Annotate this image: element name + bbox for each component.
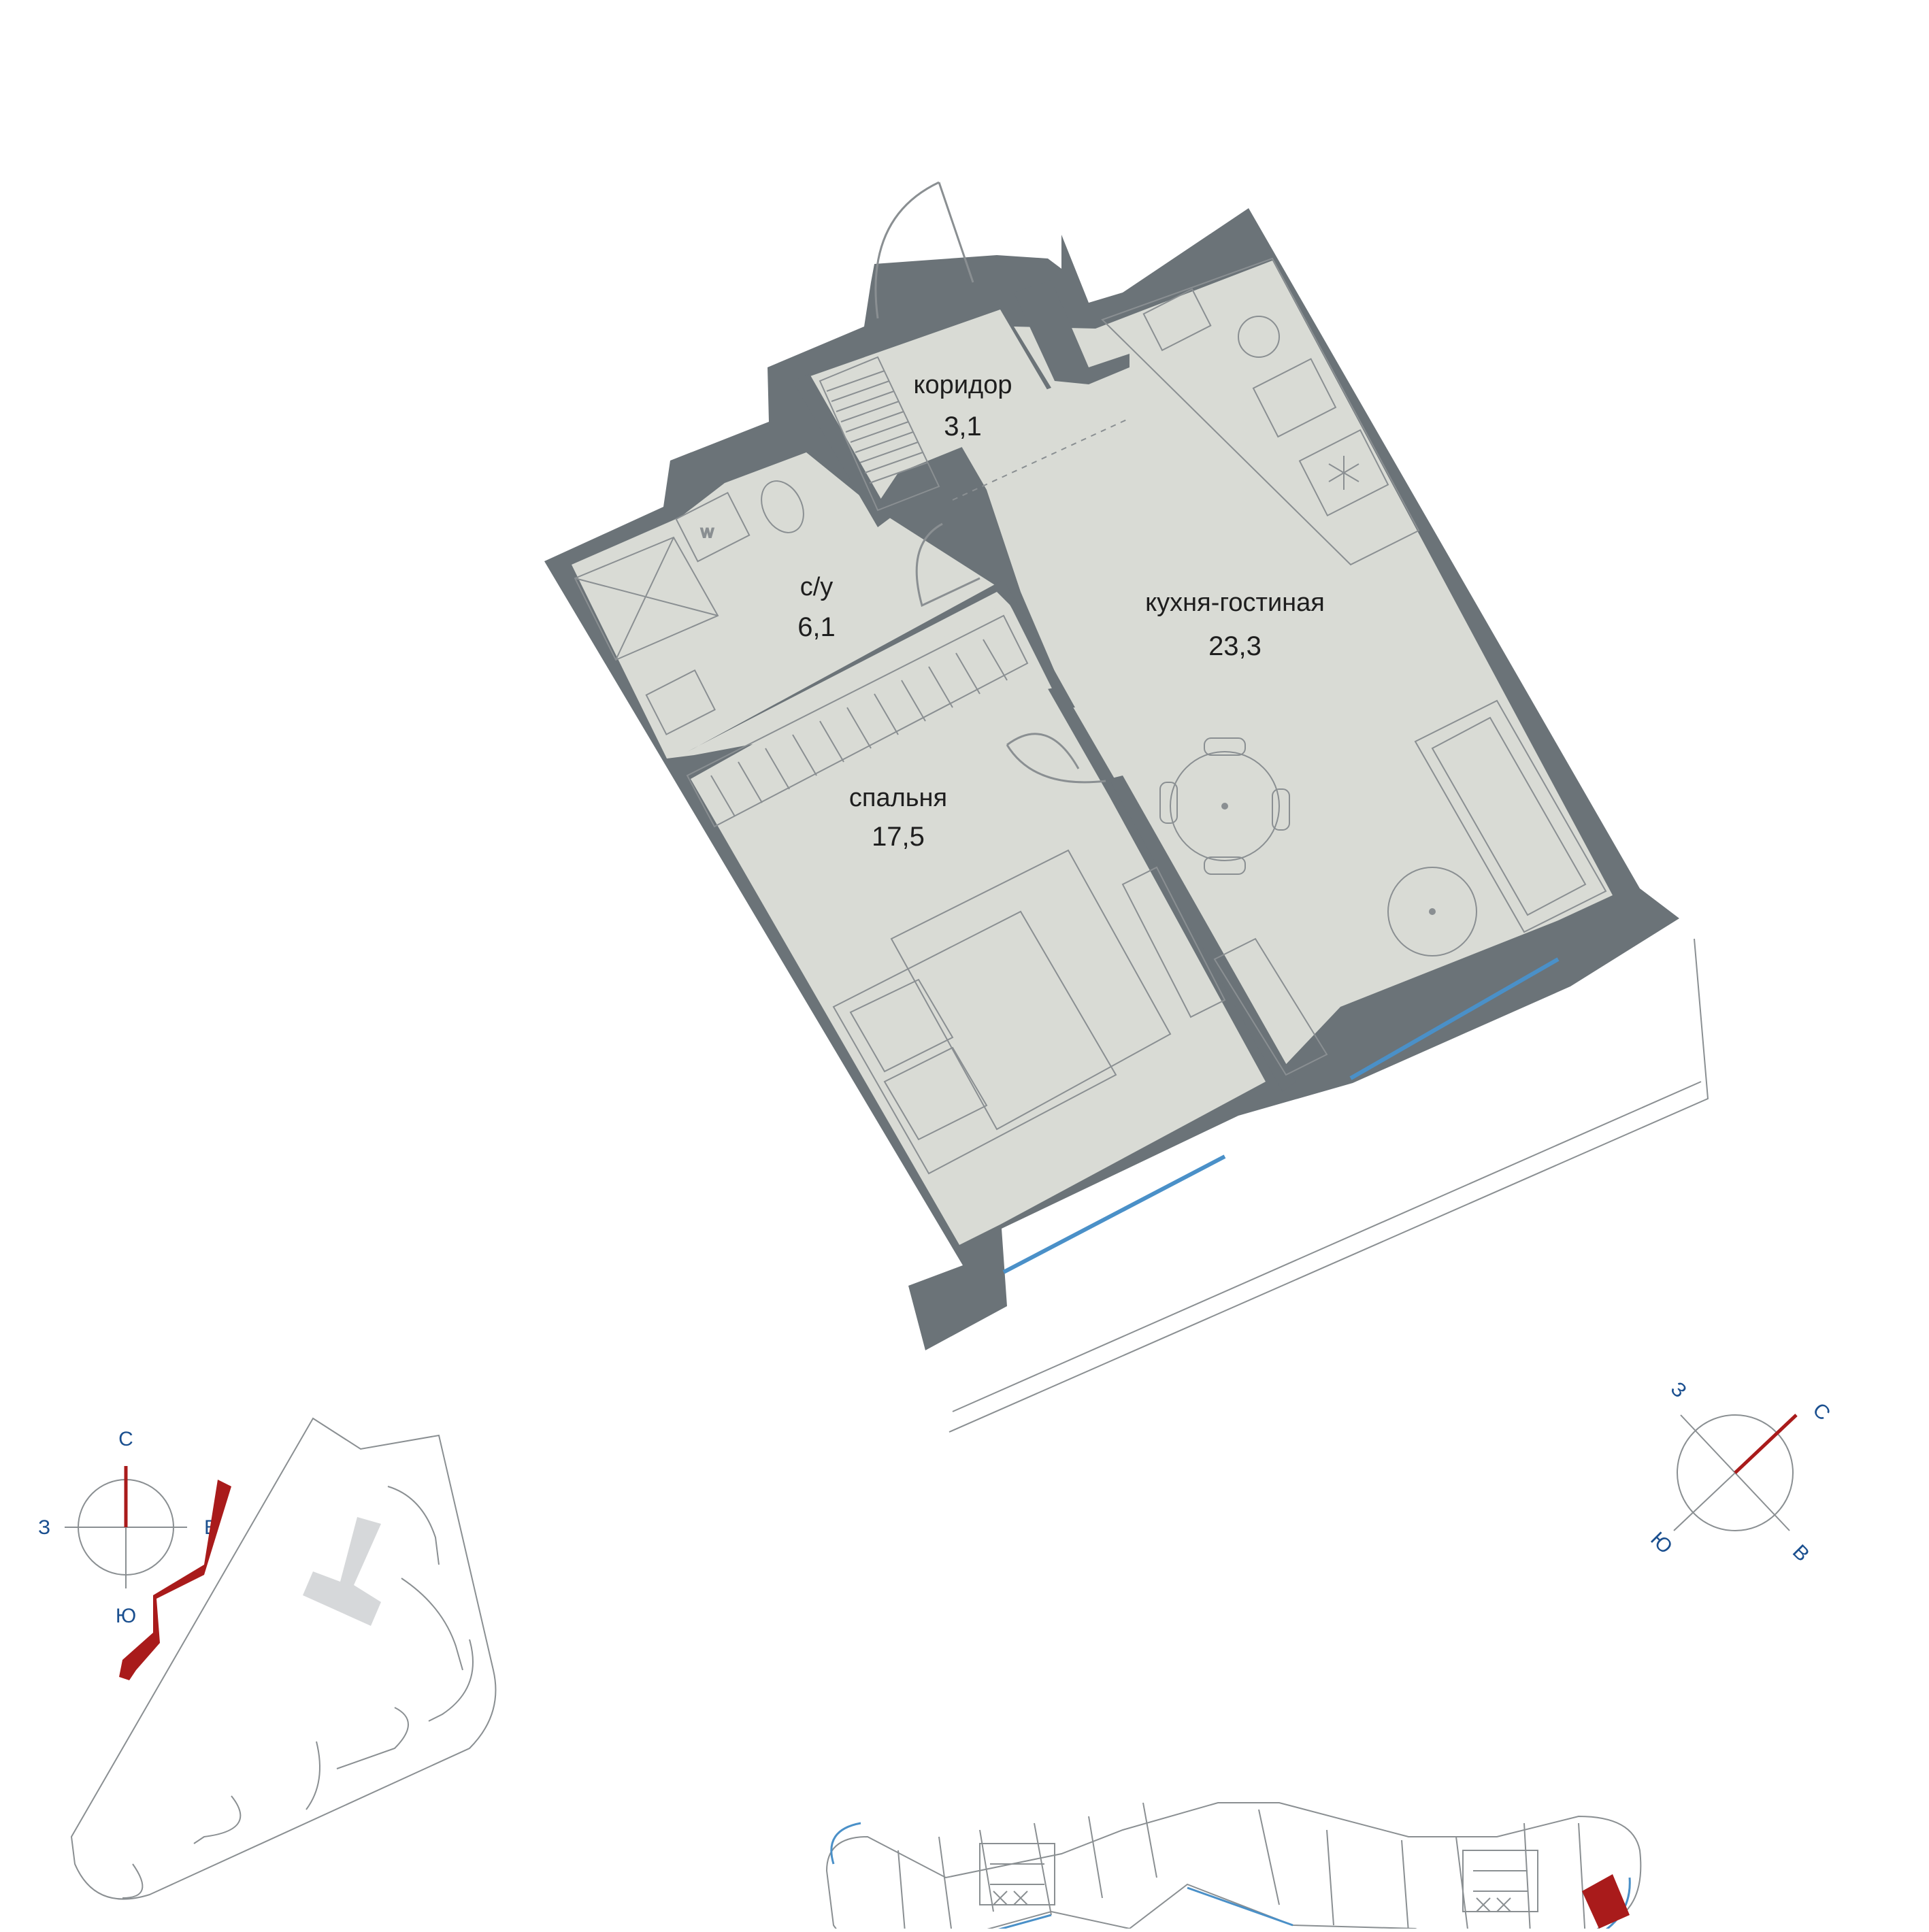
room-label-bedroom: спальня	[849, 784, 947, 812]
bedroom-door-arc	[1006, 733, 1080, 769]
washer-mark: w	[700, 521, 714, 542]
compass-right-needle	[1734, 1414, 1798, 1474]
compass-left: С Ю З В	[38, 1428, 218, 1627]
kitchen-fixtures	[1101, 257, 1420, 566]
window-kitchen	[1349, 957, 1560, 1080]
site-plan	[70, 1417, 497, 1900]
kitchen-hood	[1238, 316, 1280, 358]
bedroom-furniture	[832, 849, 1226, 1175]
room-area-kitchen-living: 23,3	[1208, 631, 1262, 661]
wardrobe-bedroom	[686, 614, 1029, 828]
wall-corridor-bath	[793, 374, 891, 527]
compass-left-north: С	[118, 1428, 133, 1450]
desk	[1121, 866, 1226, 1018]
compass-right-north: С	[1808, 1399, 1834, 1425]
room-labels: коридор 3,1 с/у 6,1 кухня-гостиная 23,3 …	[797, 371, 1325, 852]
living-furniture	[1159, 699, 1607, 1076]
compass-right-east: В	[1788, 1541, 1813, 1566]
room-area-bedroom: 17,5	[872, 822, 925, 852]
compass-right-west: З	[1666, 1378, 1691, 1402]
balcony-edge	[952, 1081, 1702, 1412]
room-label-corridor: коридор	[914, 371, 1012, 399]
tv-stand	[1213, 937, 1328, 1076]
wall-bedroom-kitchen	[1109, 776, 1296, 1092]
site-boundary	[70, 1417, 497, 1900]
bedroom-floor	[691, 605, 1266, 1245]
site-building-highlight[interactable]	[119, 1480, 231, 1680]
dining-table	[1170, 751, 1280, 861]
key-plan-apartment-highlight[interactable]	[1582, 1874, 1630, 1929]
compass-right-south: Ю	[1646, 1528, 1677, 1559]
windows	[1002, 957, 1560, 1274]
compass-right: С Ю З В	[1646, 1378, 1834, 1566]
kitchen-living-floor	[949, 261, 1613, 1071]
entry-door-arc	[874, 181, 940, 319]
kitchen-sink[interactable]	[1142, 288, 1212, 352]
room-area-corridor: 3,1	[944, 412, 982, 442]
entry-door[interactable]	[874, 181, 974, 319]
wall-corridor-kitchen	[1014, 280, 1130, 384]
fridge[interactable]	[1298, 429, 1389, 517]
floor-key-plan	[825, 1802, 1642, 1932]
kitchen-counter	[1101, 257, 1420, 566]
wardrobe-corridor	[819, 356, 940, 512]
bathroom-fixtures: w	[574, 474, 812, 735]
interior-walls	[687, 280, 1296, 1092]
cooktop[interactable]	[1252, 358, 1337, 438]
bed	[832, 910, 1117, 1175]
balcony-outline	[949, 938, 1709, 1433]
snowflake-icon	[1328, 456, 1359, 490]
sofa	[1414, 699, 1607, 933]
bedroom-door-swing	[1006, 744, 1106, 784]
sink[interactable]	[645, 669, 716, 735]
window-bedroom	[1002, 1154, 1226, 1274]
toilet[interactable]	[753, 474, 812, 540]
interior-doors	[915, 522, 1106, 784]
corridor-floor	[806, 310, 1058, 503]
rug	[890, 849, 1172, 1131]
apartment-plan: w	[544, 181, 1709, 1433]
room-label-bathroom: с/у	[800, 573, 834, 601]
compass-left-west: З	[38, 1516, 50, 1539]
room-area-bathroom: 6,1	[797, 612, 836, 642]
core-right	[1462, 1850, 1538, 1912]
floor-areas	[572, 261, 1613, 1245]
compass-right-ring	[1677, 1414, 1794, 1531]
bath-door-arc	[915, 522, 980, 607]
core-left	[979, 1843, 1055, 1905]
compass-left-south: Ю	[116, 1605, 136, 1627]
entry-door-leaf	[938, 182, 974, 283]
washer[interactable]	[675, 491, 751, 563]
site-building-grey	[303, 1517, 381, 1626]
coffee-table	[1387, 867, 1477, 956]
room-label-kitchen-living: кухня-гостиная	[1145, 588, 1325, 617]
